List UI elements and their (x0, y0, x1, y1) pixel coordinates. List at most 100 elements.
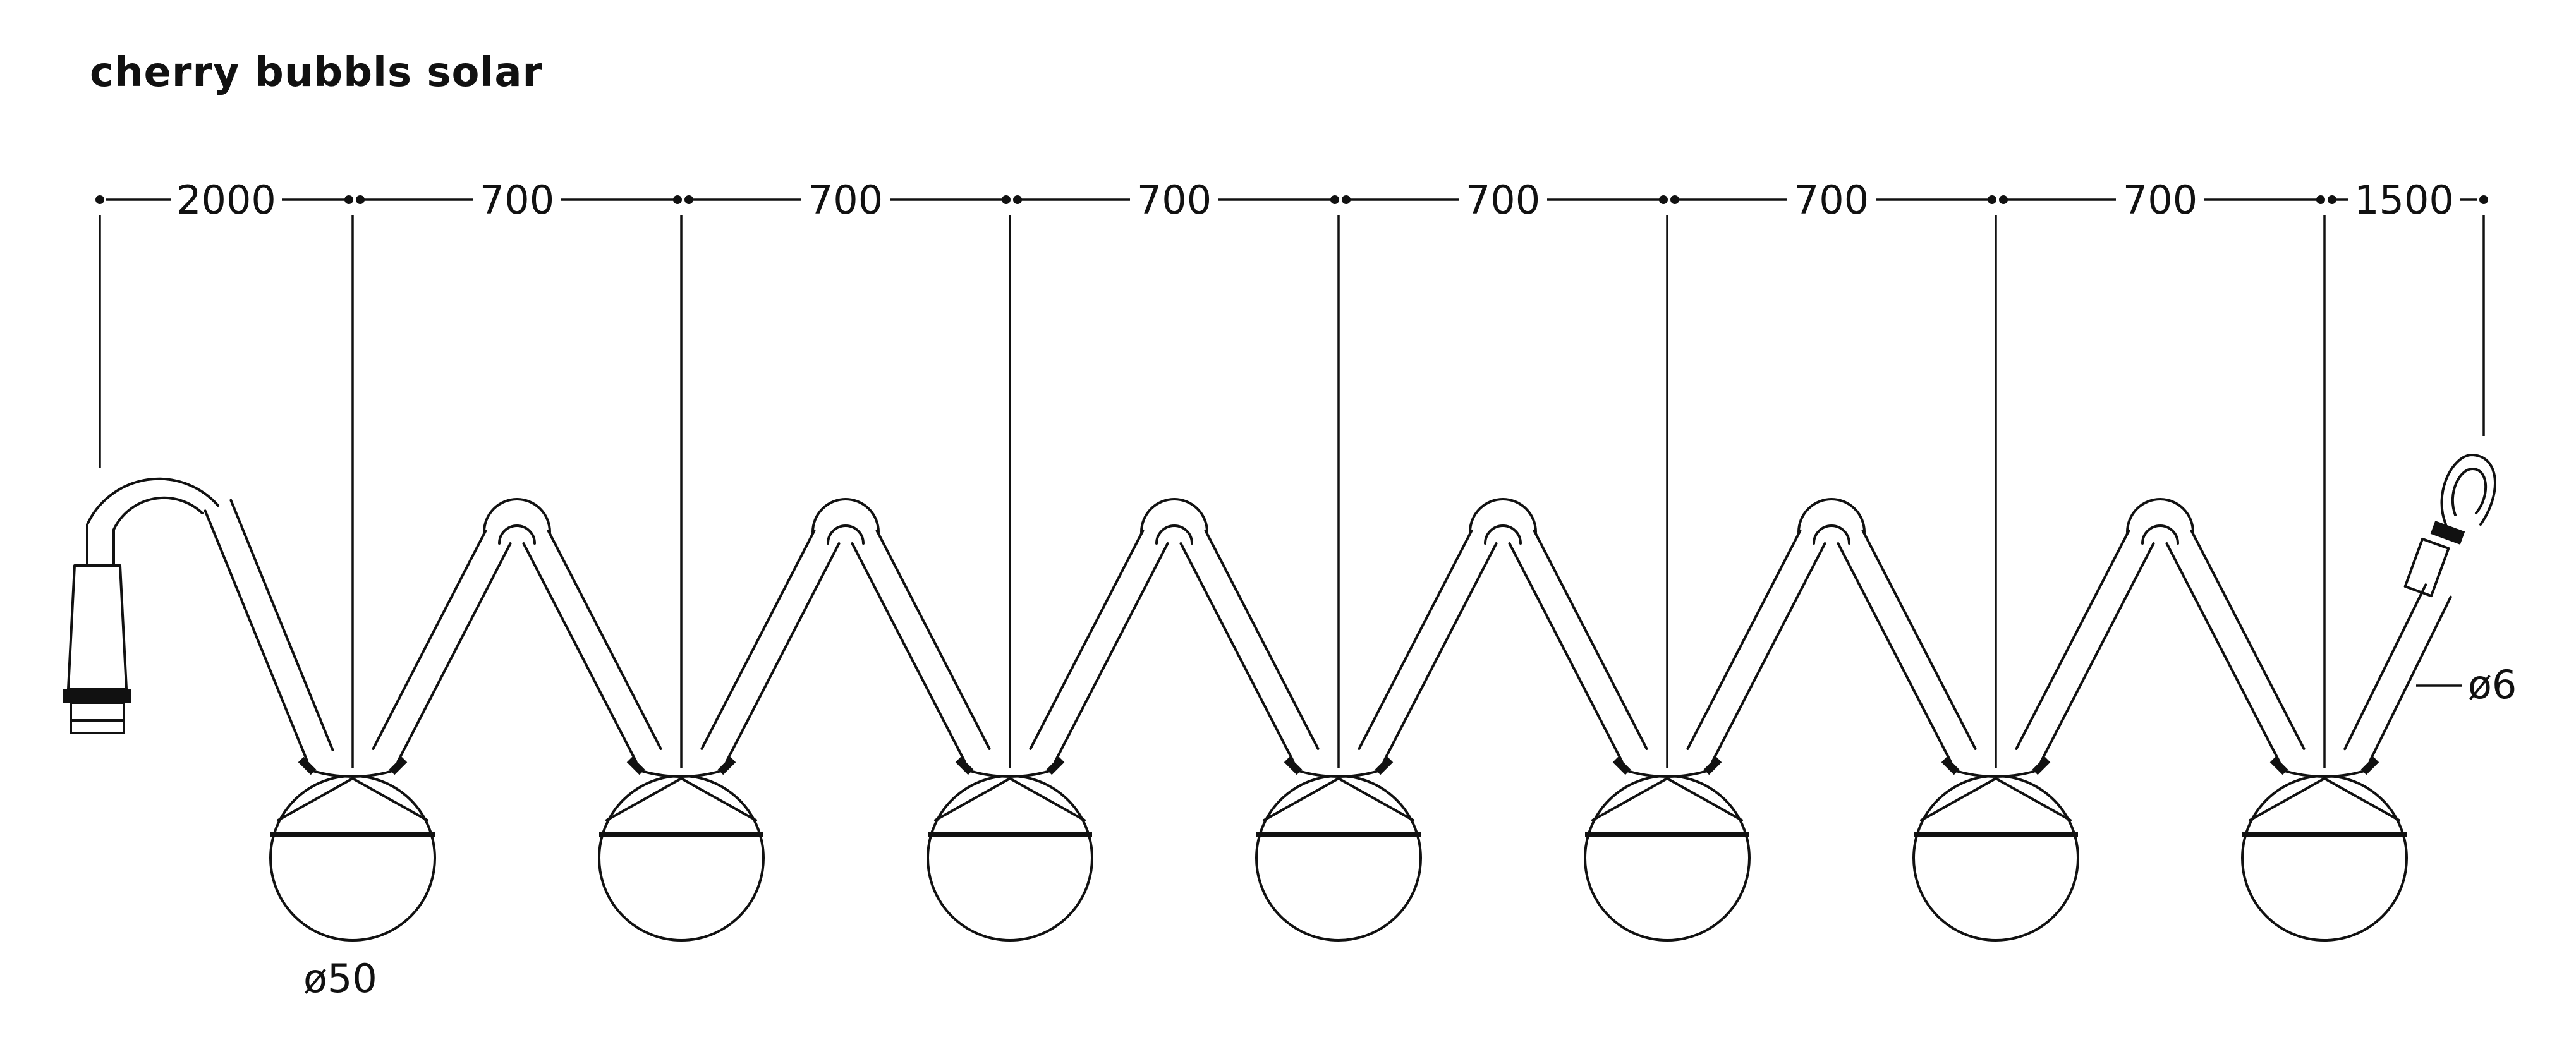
bulb-cap (934, 777, 1086, 821)
bulb-collar (717, 756, 736, 775)
bulb-collar (2032, 756, 2051, 775)
cable-segment (1837, 542, 1952, 763)
bulb (2241, 756, 2408, 942)
segment-length-label: 700 (2123, 177, 2197, 223)
cable-peak-outer (1140, 498, 1208, 533)
cable-segment (1508, 542, 1624, 763)
segment-length-label: 1500 (2354, 177, 2454, 223)
dimension-tick (1013, 195, 1022, 204)
bulb-globe (1912, 775, 2079, 942)
dimension-tick (2479, 195, 2488, 204)
segment-length-label: 700 (1466, 177, 1540, 223)
dimension-tick (2316, 195, 2325, 204)
hook-carabiner-inner (2451, 468, 2488, 516)
cable-segment (725, 542, 841, 763)
cable-segment (1711, 542, 1826, 763)
bulb-socket (964, 768, 1055, 778)
cable-peak-inner (827, 524, 865, 545)
bulb-collar (1941, 756, 1960, 775)
cable-segment (851, 542, 966, 763)
dimension-tick (344, 195, 353, 204)
end-hook (2403, 454, 2496, 598)
segment-length-label: 2000 (176, 177, 276, 223)
segment-length-label: 700 (1137, 177, 1212, 223)
cable-peak-outer (1469, 498, 1537, 533)
bulb-socket (2279, 768, 2370, 778)
segment-length-label: 700 (480, 177, 554, 223)
cable-peak-inner (2141, 524, 2179, 545)
hook-carabiner (2440, 454, 2496, 526)
cable-peak-outer (2126, 498, 2194, 533)
diagram-title: cherry bubbls solar (90, 49, 544, 96)
cable-segment (1054, 542, 1169, 763)
dimension-tick (673, 195, 682, 204)
bulb-collar (1375, 756, 1394, 775)
cable-segment (875, 529, 991, 750)
bulb-collar (1612, 756, 1631, 775)
bulb-globe (598, 775, 765, 942)
bulb-socket (636, 768, 727, 778)
dimension-tick (1670, 195, 1679, 204)
cable-peak-inner (1813, 524, 1850, 545)
cable-segment (700, 529, 816, 750)
bulb-socket (1293, 768, 1384, 778)
dimension-tick (2328, 195, 2336, 204)
hook-clamp (2430, 521, 2465, 545)
dimension-tick (1330, 195, 1339, 204)
bulb-cap (1920, 777, 2072, 821)
bulb (598, 756, 765, 942)
bulb-collar (1046, 756, 1065, 775)
cable-peak-outer (483, 498, 551, 533)
cable-peak-outer (811, 498, 880, 533)
cable-segment (229, 499, 334, 751)
bulb-globe (927, 775, 1093, 942)
bulb-globe (1584, 775, 1751, 942)
connector-nut (63, 689, 131, 703)
cable-segment (2343, 583, 2427, 751)
cable-segment (396, 542, 512, 763)
cable-segment (2039, 542, 2155, 763)
dimension-tick (1342, 195, 1351, 204)
cable-segment (1204, 529, 1320, 750)
cable-segment (1179, 542, 1295, 763)
cable-segment (547, 529, 662, 750)
bulb-globe (1255, 775, 1422, 942)
dimension-tick (1999, 195, 2008, 204)
bulb (1584, 756, 1751, 942)
extension-lines (99, 215, 2485, 768)
cable-segment (2165, 542, 2281, 763)
bulb-collar (955, 756, 974, 775)
bulb-collar (1284, 756, 1303, 775)
hook-sleeve (2403, 537, 2450, 598)
cable-segment (1358, 529, 1473, 750)
cable-peak-inner (498, 524, 536, 545)
bulb-cap (1263, 777, 1414, 821)
dimension-tick (356, 195, 365, 204)
cable-segment (1533, 529, 1648, 750)
cable-segment (372, 529, 487, 750)
dimension-tick (1659, 195, 1668, 204)
cable-diameter-label: ø6 (2468, 662, 2517, 708)
connector-plug (70, 701, 125, 734)
bulb-cap (277, 777, 428, 821)
dimension-tick (684, 195, 693, 204)
bulb-collar (298, 756, 317, 775)
cable-peak-inner (1484, 524, 1522, 545)
dimension-tick (1002, 195, 1011, 204)
bulb-collar (626, 756, 645, 775)
bulb-layer (269, 756, 2408, 942)
cable-segment (2190, 529, 2306, 750)
bulb-collar (1703, 756, 1722, 775)
dimension-tick (1988, 195, 1996, 204)
bulb (1912, 756, 2079, 942)
bulb-cap (605, 777, 757, 821)
cable-layer (204, 498, 2452, 763)
bulb (927, 756, 1093, 942)
segment-length-label: 700 (808, 177, 883, 223)
cable-segment (204, 509, 308, 762)
cable-segment (1382, 542, 1498, 763)
connector-cable-arc (86, 477, 219, 567)
cable-peak-inner (1155, 524, 1193, 545)
